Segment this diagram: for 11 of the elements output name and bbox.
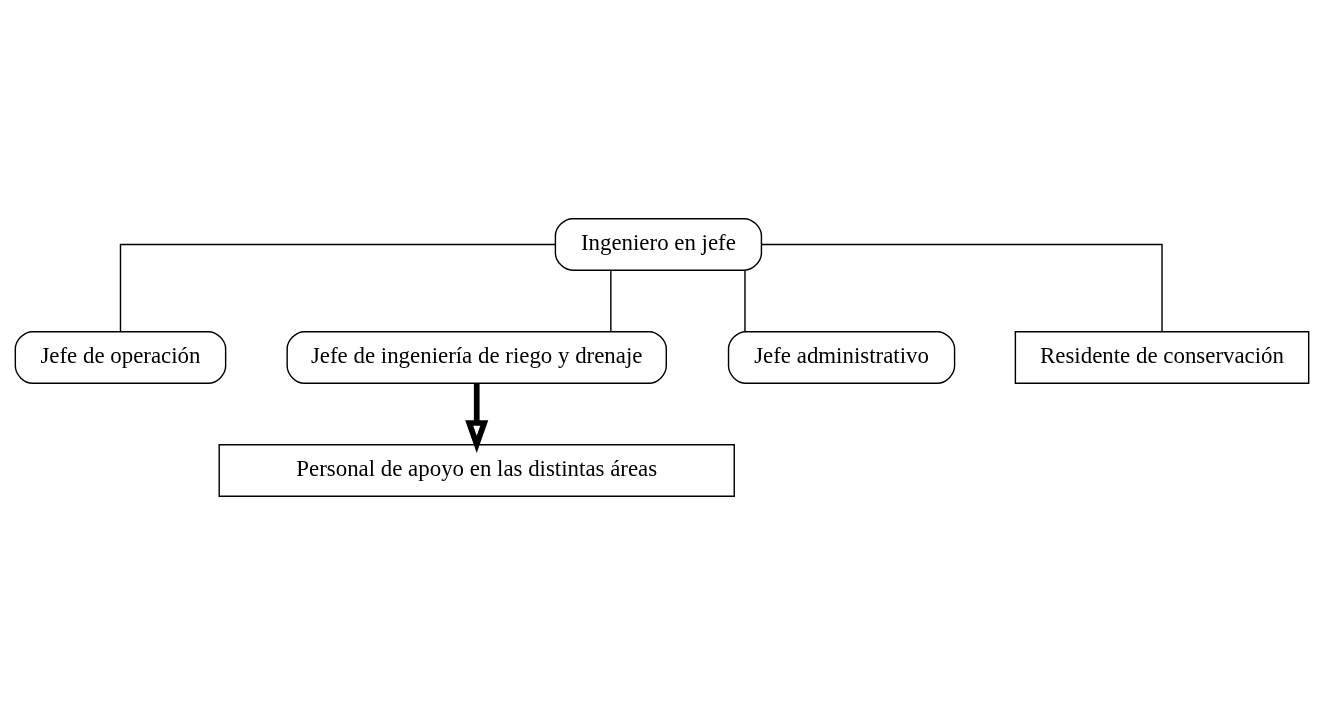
- node-box: Ingeniero en jefe: [554, 218, 763, 271]
- node-box: Jefe administrativo: [727, 331, 956, 384]
- node-box: Jefe de operación: [14, 331, 227, 384]
- arrow: [465, 383, 489, 454]
- connector: [744, 269, 746, 333]
- node-box: Jefe de ingeniería de riego y drenaje: [286, 331, 667, 384]
- node-box: Residente de conservación: [1014, 331, 1310, 384]
- connector: [119, 243, 557, 332]
- connector: [760, 243, 1163, 332]
- connector: [610, 269, 612, 333]
- node-box: Personal de apoyo en las distintas áreas: [218, 444, 735, 497]
